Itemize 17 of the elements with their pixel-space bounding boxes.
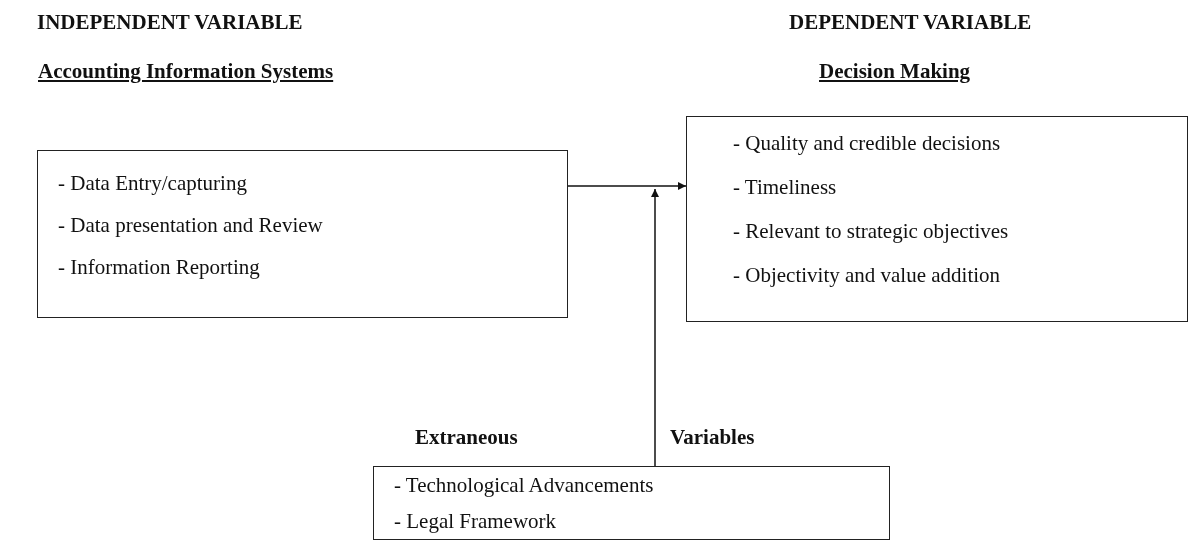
box-heading: Accounting Information Systems — [38, 59, 334, 85]
list-item: - Quality and credible decisions — [733, 131, 1001, 157]
arrow — [567, 182, 687, 190]
column-heading: DEPENDENT VARIABLE — [789, 10, 1032, 35]
box-heading: Decision Making — [819, 59, 971, 85]
list-item: - Relevant to strategic objectives — [733, 219, 1009, 245]
box-heading: Extraneous — [415, 425, 518, 451]
box-heading: Variables — [670, 425, 755, 451]
list-item: - Technological Advancements — [394, 473, 654, 499]
list-item: - Timeliness — [733, 175, 837, 201]
list-item: - Data presentation and Review — [58, 213, 323, 239]
list-item: - Data Entry/capturing — [58, 171, 247, 197]
arrow — [651, 188, 659, 467]
column-heading: INDEPENDENT VARIABLE — [37, 10, 303, 35]
list-item: - Information Reporting — [58, 255, 260, 281]
list-item: - Objectivity and value addition — [733, 263, 1001, 289]
list-item: - Legal Framework — [394, 509, 557, 535]
